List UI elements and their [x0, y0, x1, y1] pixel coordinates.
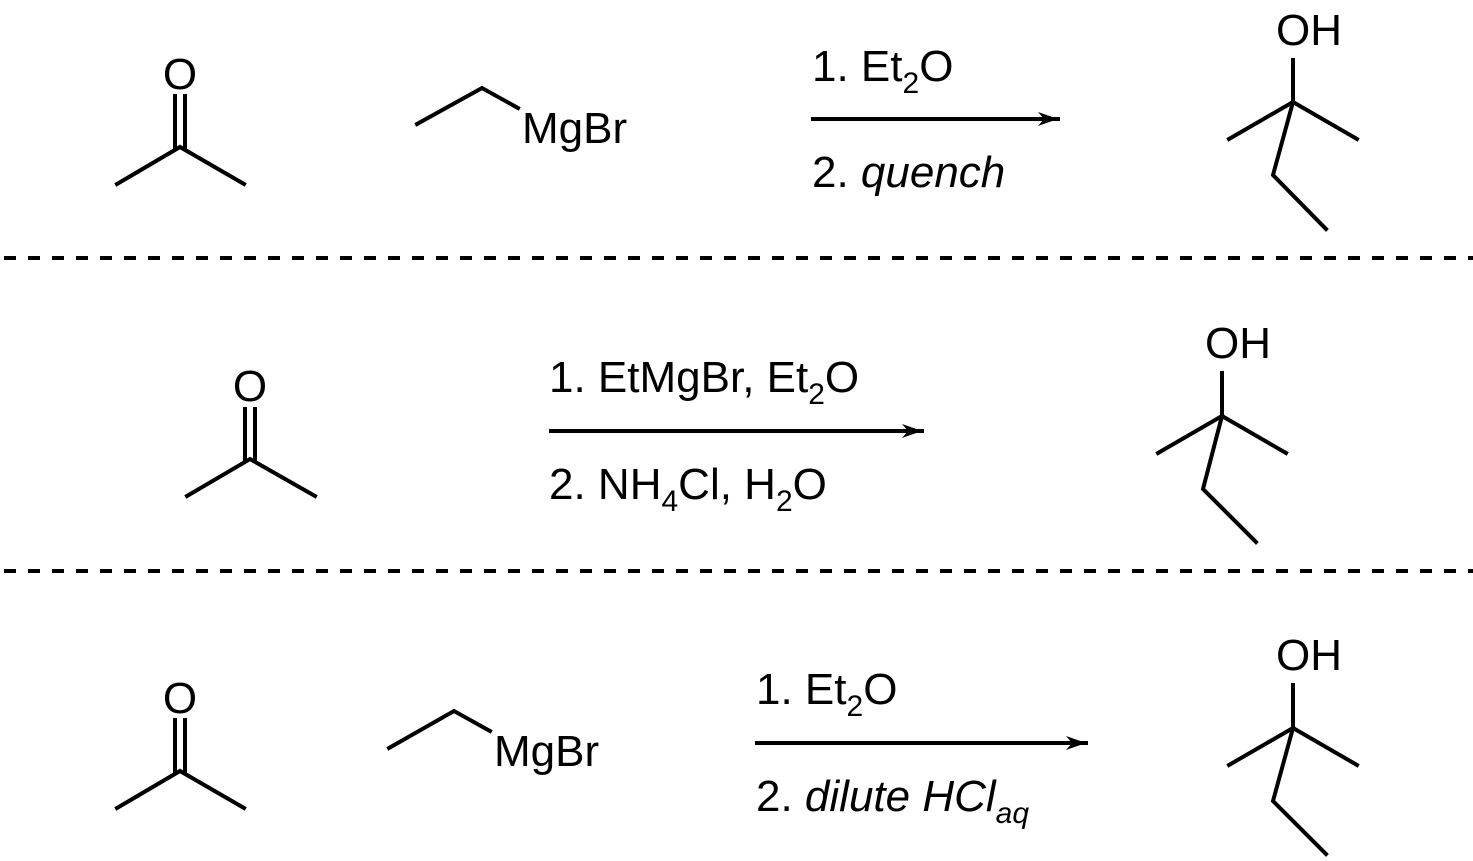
oxygen-label: O: [163, 50, 197, 99]
hydroxyl-label: OH: [1276, 6, 1342, 55]
condition-line-1: 1. Et2O: [756, 665, 897, 723]
methyl-bond: [1155, 413, 1225, 456]
tertiary-alcohol-structure: OH: [1226, 6, 1360, 232]
methyl-bond: [1290, 725, 1360, 768]
acetone-structure: O: [184, 362, 318, 499]
condition-line-2: 2. dilute HClaq: [756, 772, 1029, 830]
ethyl-bond: [1200, 413, 1259, 545]
acetone-structure: O: [114, 674, 247, 811]
ethyl-bond: [386, 708, 493, 751]
reaction-3: O MgBr 1. Et2O 2. dilute HClaq OH: [114, 631, 1360, 857]
grignard-structure: MgBr: [414, 85, 627, 153]
acetone-structure: O: [114, 50, 247, 187]
methyl-bond: [1290, 99, 1360, 142]
ethyl-bond: [414, 85, 521, 127]
condition-line-2: 2. NH4Cl, H2O: [549, 460, 827, 518]
tertiary-alcohol-structure: OH: [1226, 631, 1360, 857]
grignard-structure: MgBr: [386, 708, 599, 776]
methyl-bond: [1226, 99, 1296, 142]
methyl-bond: [1226, 725, 1296, 768]
condition-line-1: 1. EtMgBr, Et2O: [549, 353, 859, 411]
mgbr-label: MgBr: [494, 727, 599, 776]
reaction-conditions: 1. Et2O 2. dilute HClaq: [755, 665, 1088, 830]
reaction-conditions: 1. EtMgBr, Et2O 2. NH4Cl, H2O: [549, 353, 924, 518]
mgbr-label: MgBr: [522, 104, 627, 153]
hydroxyl-label: OH: [1276, 631, 1342, 680]
reaction-conditions: 1. Et2O 2. quench: [811, 42, 1060, 197]
oxygen-label: O: [233, 362, 267, 411]
condition-line-1: 1. Et2O: [812, 42, 953, 100]
ketone-skeleton-bond: [114, 768, 247, 811]
hydroxyl-label: OH: [1205, 319, 1271, 368]
ethyl-bond: [1270, 725, 1329, 857]
methyl-bond: [1219, 413, 1289, 456]
oxygen-label: O: [163, 674, 197, 723]
condition-line-2: 2. quench: [812, 148, 1005, 197]
tertiary-alcohol-structure: OH: [1155, 319, 1289, 545]
ketone-skeleton-bond: [114, 144, 247, 187]
reaction-2: O 1. EtMgBr, Et2O 2. NH4Cl, H2O OH: [184, 319, 1289, 545]
ethyl-bond: [1270, 99, 1329, 232]
reaction-1: O MgBr 1. Et2O 2. quench OH: [114, 6, 1360, 232]
ketone-skeleton-bond: [184, 456, 318, 499]
